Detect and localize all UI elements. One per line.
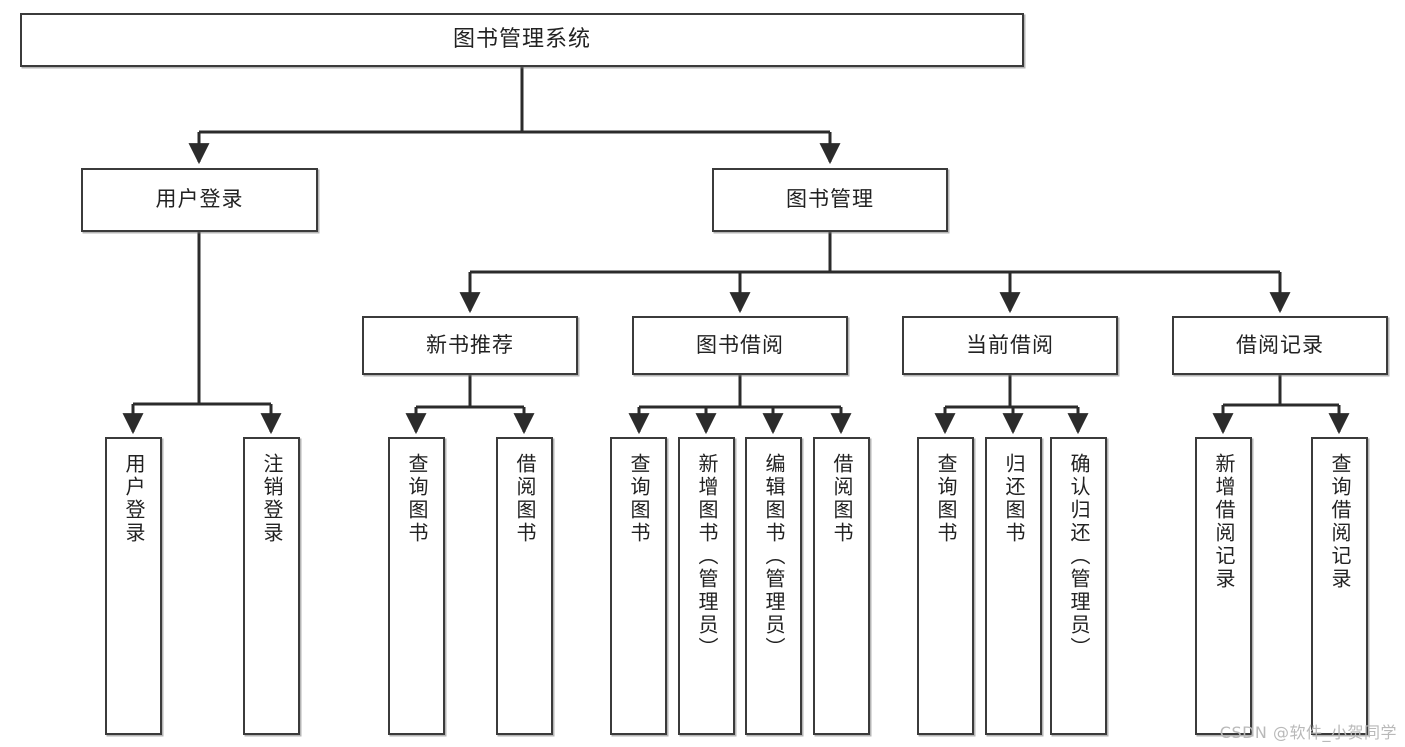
node-label: 用户登录 <box>122 453 146 545</box>
node-label: 借阅图书 <box>513 453 537 545</box>
node-label: 图书管理系统 <box>452 26 591 52</box>
leaf-edit-book-admin[interactable]: 编辑图书（管理员） <box>745 437 802 735</box>
node-label: 用户登录 <box>155 187 244 212</box>
node-label: 编辑图书（管理员） <box>762 453 786 660</box>
node-label: 查询图书 <box>405 453 429 545</box>
node-label: 查询借阅记录 <box>1328 453 1352 591</box>
node-book-management[interactable]: 图书管理 <box>712 168 948 232</box>
leaf-borrow-book-recommend[interactable]: 借阅图书 <box>496 437 553 735</box>
leaf-logout-login[interactable]: 注销登录 <box>243 437 300 735</box>
leaf-return-book[interactable]: 归还图书 <box>985 437 1042 735</box>
leaf-query-book-current[interactable]: 查询图书 <box>917 437 974 735</box>
node-label: 新增借阅记录 <box>1212 453 1236 591</box>
leaf-borrow-book[interactable]: 借阅图书 <box>813 437 870 735</box>
node-current-borrow[interactable]: 当前借阅 <box>902 316 1118 375</box>
node-label: 当前借阅 <box>966 332 1054 357</box>
node-label: 查询图书 <box>627 453 651 545</box>
node-label: 归还图书 <box>1002 453 1026 545</box>
node-new-book-recommend[interactable]: 新书推荐 <box>362 316 578 375</box>
leaf-add-borrow-record[interactable]: 新增借阅记录 <box>1195 437 1252 735</box>
node-label: 注销登录 <box>260 453 284 545</box>
node-user-login[interactable]: 用户登录 <box>81 168 318 232</box>
node-book-borrow[interactable]: 图书借阅 <box>632 316 848 375</box>
node-label: 图书借阅 <box>696 332 784 357</box>
node-label: 确认归还（管理员） <box>1067 453 1091 660</box>
leaf-user-login[interactable]: 用户登录 <box>105 437 162 735</box>
leaf-query-borrow-record[interactable]: 查询借阅记录 <box>1311 437 1368 735</box>
leaf-confirm-return-admin[interactable]: 确认归还（管理员） <box>1050 437 1107 735</box>
node-borrow-record[interactable]: 借阅记录 <box>1172 316 1388 375</box>
node-label: 新增图书（管理员） <box>695 453 719 660</box>
leaf-query-book-recommend[interactable]: 查询图书 <box>388 437 445 735</box>
node-label: 图书管理 <box>786 187 874 212</box>
leaf-add-book-admin[interactable]: 新增图书（管理员） <box>678 437 735 735</box>
node-label: 查询图书 <box>934 453 958 545</box>
node-root-system[interactable]: 图书管理系统 <box>20 13 1024 67</box>
node-label: 新书推荐 <box>426 332 514 357</box>
watermark-text: CSDN @软件_小贺同学 <box>1219 723 1397 742</box>
node-label: 借阅图书 <box>830 453 854 545</box>
node-label: 借阅记录 <box>1236 332 1324 357</box>
leaf-query-book-borrow[interactable]: 查询图书 <box>610 437 667 735</box>
